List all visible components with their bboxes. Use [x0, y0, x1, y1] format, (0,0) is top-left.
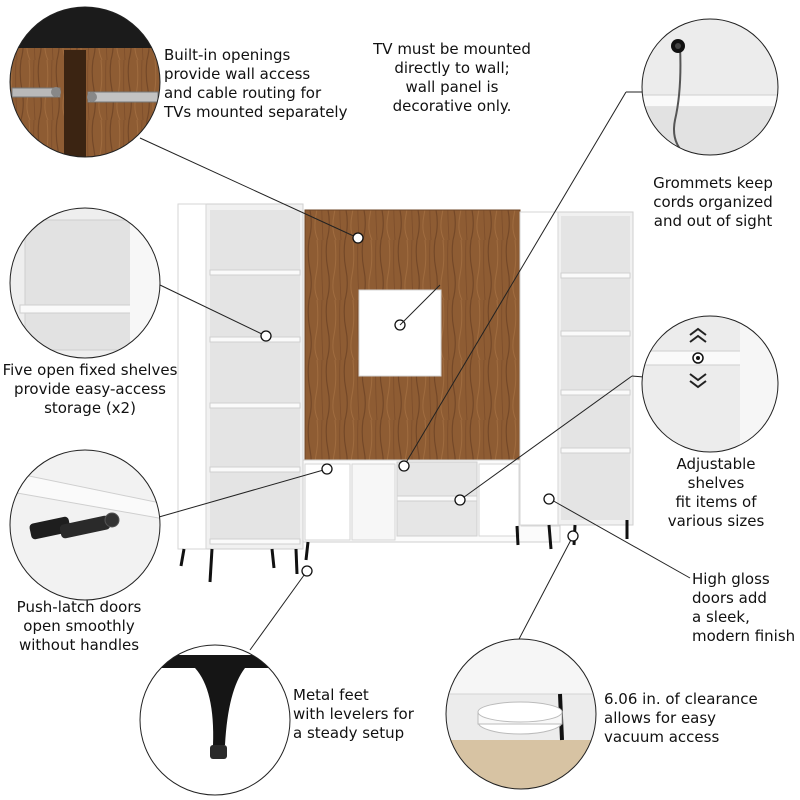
- callout-adjustable-shelves: Adjustable shelves fit items of various …: [667, 455, 765, 530]
- callout-clearance: 6.06 in. of clearance allows for easy va…: [604, 690, 758, 746]
- callout-tv-mount: TV must be mounted directly to wall; wal…: [373, 40, 531, 115]
- callout-high-gloss: High gloss doors add a sleek, modern fin…: [692, 570, 796, 645]
- callout-push-latch: Push-latch doors open smoothly without h…: [16, 598, 142, 654]
- adjustment-arrows-icon: [689, 327, 707, 389]
- callout-metal-feet: Metal feet with levelers for a steady se…: [293, 686, 414, 742]
- entertainment-center: [177, 203, 634, 583]
- wood-wall-panel: [304, 209, 521, 461]
- right-tower: [519, 211, 634, 550]
- leader-lines: [139, 91, 691, 651]
- detail-vacuum-clearance: [445, 638, 597, 790]
- cable-opening: [358, 289, 442, 377]
- detail-wall-openings: [9, 6, 161, 158]
- left-tower: [177, 203, 304, 583]
- callout-wall-access: Built-in openings provide wall access an…: [164, 46, 348, 121]
- callout-markers: [260, 232, 579, 577]
- detail-grommet: [641, 18, 779, 156]
- detail-push-latch: [9, 449, 161, 601]
- callout-grommets: Grommets keep cords organized and out of…: [653, 174, 773, 230]
- callout-open-shelves: Five open fixed shelves provide easy-acc…: [2, 361, 178, 417]
- media-console: [302, 453, 561, 561]
- detail-adjustable-shelf: [641, 315, 779, 453]
- detail-open-shelves: [9, 207, 161, 359]
- detail-metal-foot: [139, 644, 291, 796]
